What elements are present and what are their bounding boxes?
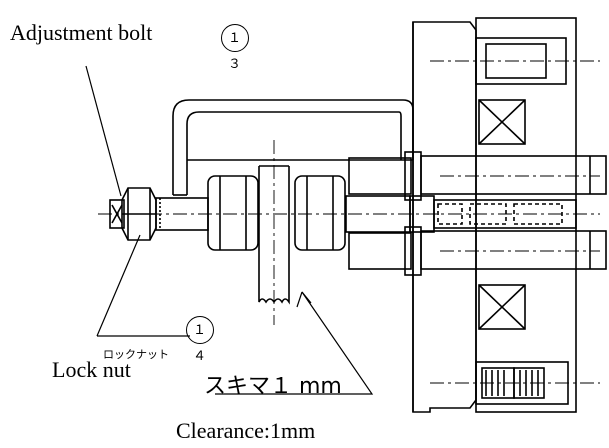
housing-flange [475,17,577,413]
lock-nut-label: Lock nut [52,357,131,382]
roller-right [294,175,346,251]
adjustment-bolt-label: Adjustment bolt [10,20,153,45]
callout-13: １３ [221,24,249,71]
roller-left [207,175,259,251]
clearance-label: Clearance:1mm [176,418,316,443]
lower-spacer [348,232,412,270]
top-coil [478,99,526,145]
lock-nut-leader [96,234,190,337]
lock-nut-label-jp: ロックナット [103,348,169,361]
housing-outline [412,21,477,413]
upper-spacer [348,157,412,195]
clearance-label-jp: スキマ１ mm [204,374,342,399]
bottom-coil [478,284,526,330]
clearance-leader [215,291,374,395]
bracket [172,99,414,195]
callout-14: １４ [186,316,214,363]
adjustment-bolt-leader [85,65,122,197]
